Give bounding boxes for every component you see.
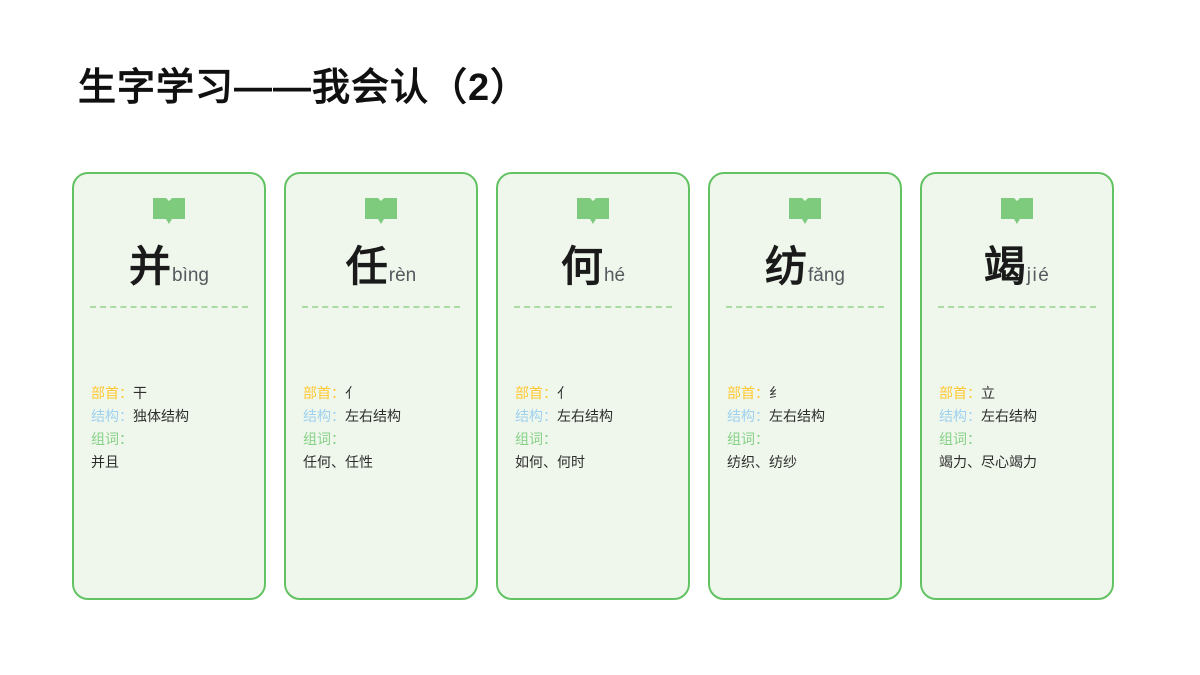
open-book-icon	[498, 197, 688, 231]
character-card[interactable]: 并 bìng 部首：干 结构：独体结构 组词： 并且	[72, 172, 266, 600]
pinyin-text: bìng	[172, 265, 209, 286]
radical-label: 部首：	[727, 385, 769, 401]
open-book-icon	[74, 197, 264, 231]
card-details: 部首：纟 结构：左右结构 组词： 纺织、纺纱	[727, 382, 890, 474]
hanzi-character: 竭	[983, 242, 1026, 291]
character-with-pinyin: 竭 jié	[922, 246, 1112, 298]
structure-row: 结构：左右结构	[303, 405, 466, 428]
page-title: 生字学习——我会认（2）	[78, 67, 530, 109]
radical-value: 亻	[345, 385, 359, 401]
character-card[interactable]: 何 hé 部首：亻 结构：左右结构 组词： 如何、何时	[496, 172, 690, 600]
words-label: 组词：	[303, 431, 345, 447]
radical-label: 部首：	[303, 385, 345, 401]
words-label: 组词：	[515, 431, 557, 447]
pinyin-text: jié	[1026, 265, 1051, 286]
card-details: 部首：亻 结构：左右结构 组词： 如何、何时	[515, 382, 678, 474]
radical-value: 干	[133, 385, 147, 401]
words-value: 如何、何时	[515, 454, 585, 470]
hanzi-character: 任	[345, 242, 388, 291]
structure-value: 左右结构	[345, 408, 401, 424]
radical-label: 部首：	[91, 385, 133, 401]
open-book-icon	[922, 197, 1112, 231]
open-book-icon	[710, 197, 900, 231]
character-with-pinyin: 何 hé	[498, 246, 688, 298]
structure-value: 左右结构	[981, 408, 1037, 424]
structure-label: 结构：	[939, 408, 981, 424]
structure-row: 结构：左右结构	[939, 405, 1102, 428]
radical-row: 部首：亻	[515, 382, 678, 405]
words-row: 组词：	[303, 428, 466, 451]
card-divider	[726, 306, 884, 308]
structure-row: 结构：独体结构	[91, 405, 254, 428]
radical-row: 部首：纟	[727, 382, 890, 405]
hanzi-character: 纺	[765, 242, 808, 291]
character-card[interactable]: 纺 fǎng 部首：纟 结构：左右结构 组词： 纺织、纺纱	[708, 172, 902, 600]
words-label: 组词：	[91, 431, 133, 447]
character-with-pinyin: 纺 fǎng	[710, 246, 900, 298]
card-details: 部首：亻 结构：左右结构 组词： 任何、任性	[303, 382, 466, 474]
structure-row: 结构：左右结构	[515, 405, 678, 428]
character-cards-row: 并 bìng 部首：干 结构：独体结构 组词： 并且	[72, 172, 1130, 600]
words-row: 组词：	[91, 428, 254, 451]
words-label: 组词：	[727, 431, 769, 447]
structure-label: 结构：	[91, 408, 133, 424]
character-card[interactable]: 竭 jié 部首：立 结构：左右结构 组词： 竭力、尽心竭力	[920, 172, 1114, 600]
structure-value: 左右结构	[557, 408, 613, 424]
words-value: 任何、任性	[303, 454, 373, 470]
words-value: 竭力、尽心竭力	[939, 454, 1037, 470]
radical-label: 部首：	[515, 385, 557, 401]
words-row: 组词：	[939, 428, 1102, 451]
open-book-icon	[286, 197, 476, 231]
pinyin-text: fǎng	[808, 265, 845, 286]
structure-label: 结构：	[727, 408, 769, 424]
pinyin-text: rèn	[388, 265, 417, 286]
radical-value: 亻	[557, 385, 571, 401]
words-label: 组词：	[939, 431, 981, 447]
character-card[interactable]: 任 rèn 部首：亻 结构：左右结构 组词： 任何、任性	[284, 172, 478, 600]
hanzi-character: 并	[129, 242, 172, 291]
radical-value: 立	[981, 385, 995, 401]
radical-row: 部首：立	[939, 382, 1102, 405]
radical-row: 部首：亻	[303, 382, 466, 405]
pinyin-text: hé	[603, 265, 626, 286]
character-with-pinyin: 并 bìng	[74, 246, 264, 298]
character-with-pinyin: 任 rèn	[286, 246, 476, 298]
hanzi-character: 何	[560, 242, 603, 291]
card-divider	[938, 306, 1096, 308]
card-divider	[514, 306, 672, 308]
structure-label: 结构：	[303, 408, 345, 424]
radical-label: 部首：	[939, 385, 981, 401]
structure-value: 独体结构	[133, 408, 189, 424]
structure-row: 结构：左右结构	[727, 405, 890, 428]
words-row: 组词：	[727, 428, 890, 451]
card-divider	[90, 306, 248, 308]
radical-row: 部首：干	[91, 382, 254, 405]
radical-value: 纟	[769, 385, 783, 401]
words-value: 纺织、纺纱	[727, 454, 797, 470]
structure-value: 左右结构	[769, 408, 825, 424]
words-value: 并且	[91, 454, 119, 470]
card-divider	[302, 306, 460, 308]
card-details: 部首：立 结构：左右结构 组词： 竭力、尽心竭力	[939, 382, 1102, 474]
card-details: 部首：干 结构：独体结构 组词： 并且	[91, 382, 254, 474]
words-row: 组词：	[515, 428, 678, 451]
structure-label: 结构：	[515, 408, 557, 424]
